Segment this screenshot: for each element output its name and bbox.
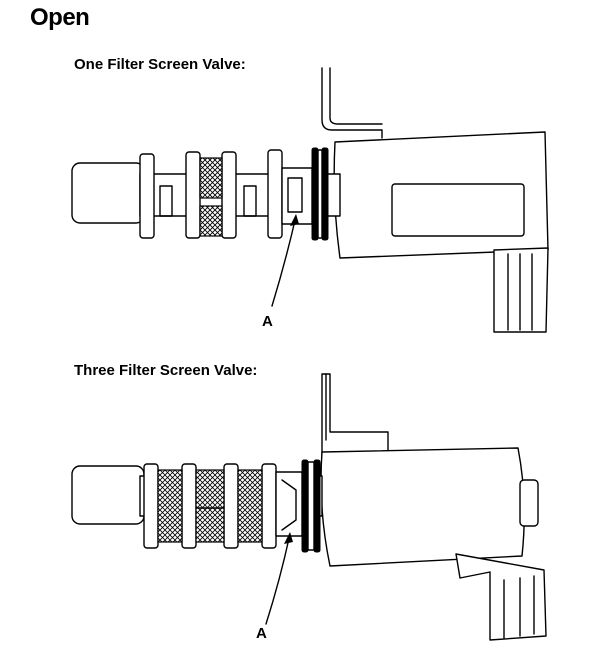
callout-a-valve-2: A xyxy=(256,625,267,642)
one-filter-screen-valve-drawing xyxy=(71,67,549,333)
one-filter-valve-label: One Filter Screen Valve: xyxy=(74,56,246,73)
three-filter-screen-valve-drawing xyxy=(71,373,547,641)
callout-a-valve-1: A xyxy=(262,313,273,330)
three-filter-valve-label: Three Filter Screen Valve: xyxy=(74,362,258,379)
page-title: Open xyxy=(30,4,90,31)
